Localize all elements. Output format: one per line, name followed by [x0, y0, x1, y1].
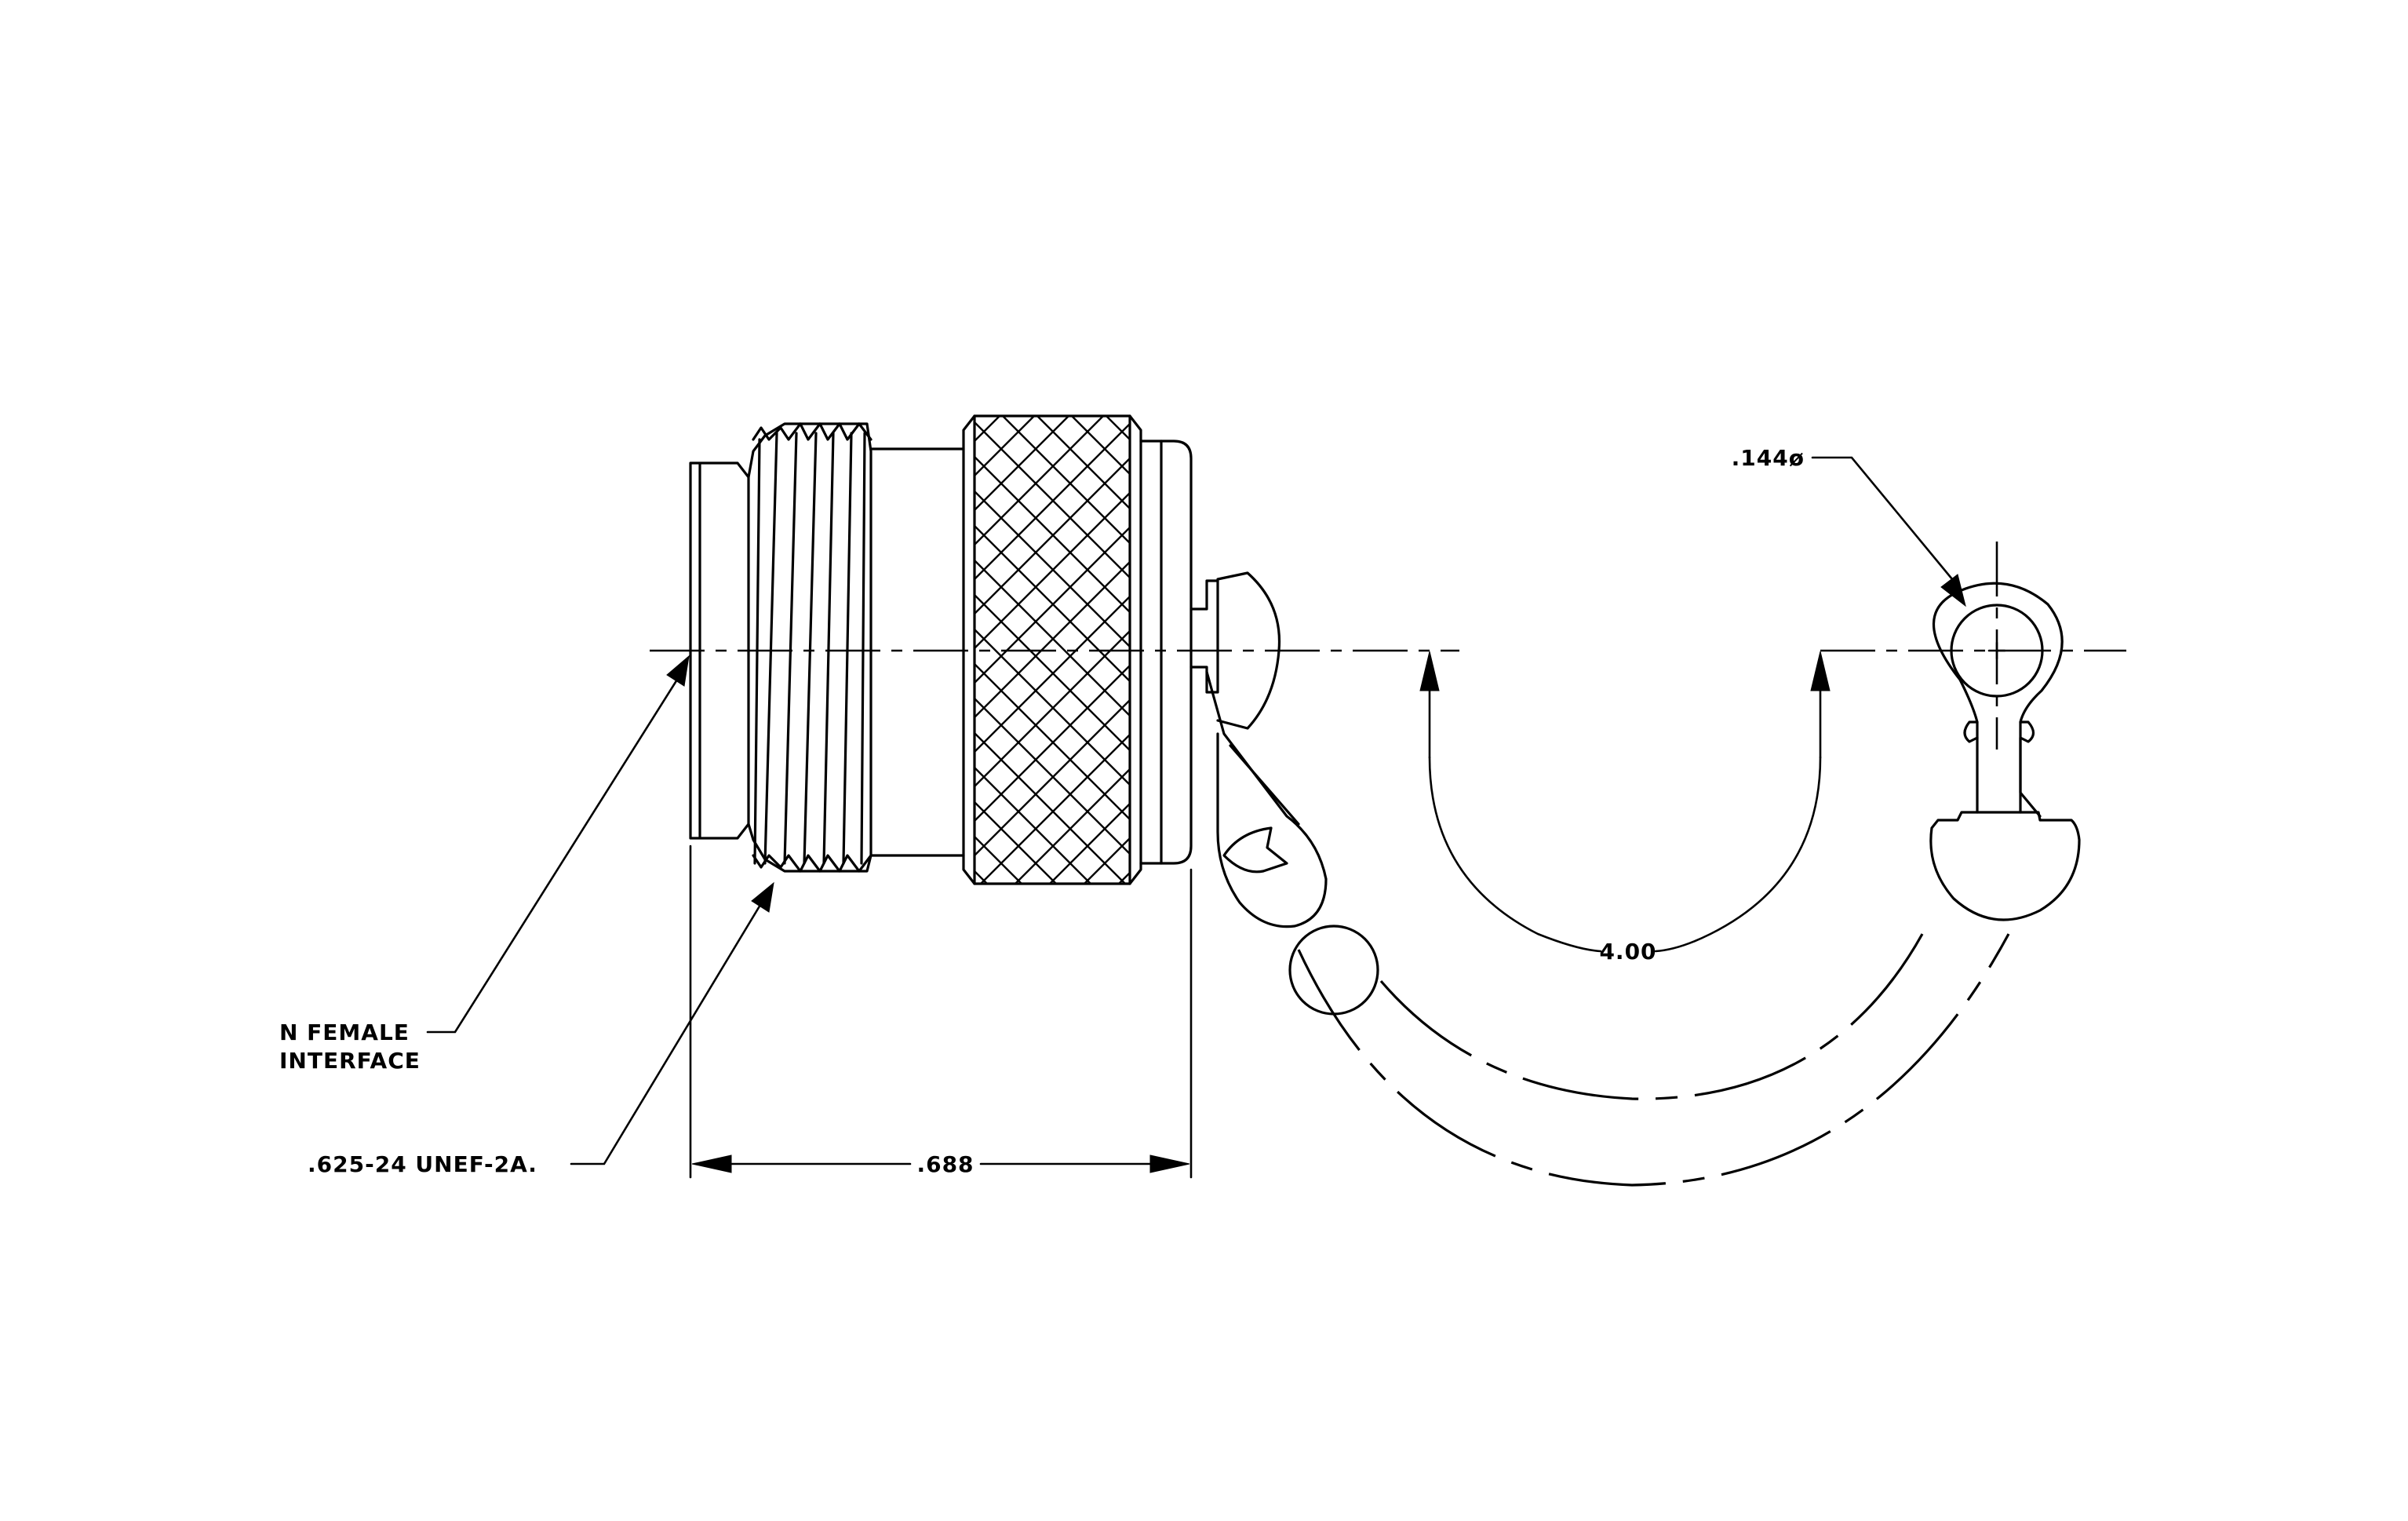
thread-helix-lines — [753, 432, 866, 865]
thread-crests — [752, 422, 872, 873]
dust-cap-plug — [1189, 571, 1379, 1016]
hole-diameter-label: .144ø — [1732, 445, 1805, 471]
chain-end-ring — [1929, 582, 2081, 921]
ring-center-lines — [1987, 542, 2006, 750]
length-label: .688 — [916, 1151, 974, 1177]
leader-thread: .625-24 UNEF-2A. — [308, 881, 774, 1177]
knurled-nut — [962, 414, 1142, 885]
interface-label-line1: N FEMALE — [279, 1019, 410, 1045]
dimension-chain-length: 4.00 — [1419, 651, 1831, 965]
dimension-length: .688 — [689, 844, 1193, 1179]
bead-chain-phantom — [1297, 933, 2010, 1187]
chain-length-label: 4.00 — [1599, 939, 1656, 965]
leader-hole-diameter: .144ø — [1732, 445, 1966, 607]
thread-label: .625-24 UNEF-2A. — [308, 1151, 537, 1177]
leader-interface: N FEMALE INTERFACE — [279, 655, 690, 1074]
connector-body — [689, 414, 1193, 885]
interface-label-line2: INTERFACE — [279, 1048, 421, 1074]
